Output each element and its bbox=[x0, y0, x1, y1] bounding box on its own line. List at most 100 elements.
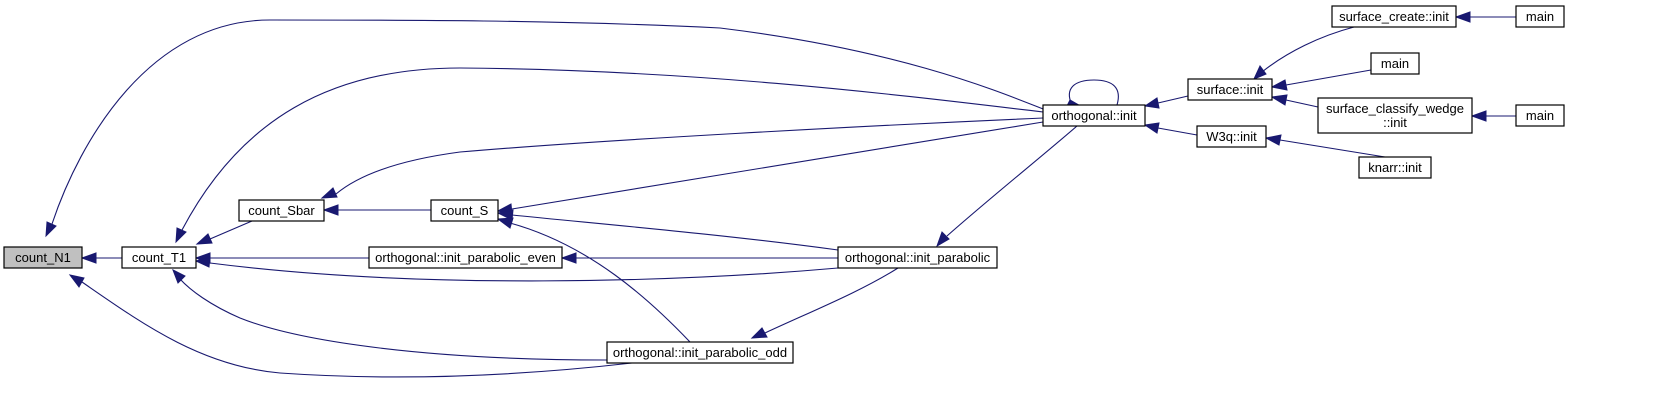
node-box bbox=[1187, 78, 1273, 101]
edge-init_parabolic_odd-to-count_T1 bbox=[172, 268, 608, 361]
node-box bbox=[1515, 5, 1565, 28]
node-label: count_Sbar bbox=[248, 203, 315, 218]
node-label: main bbox=[1381, 56, 1409, 71]
node-label: surface_create::init bbox=[1339, 9, 1449, 24]
edge-line bbox=[1279, 139, 1386, 158]
arrowhead-icon bbox=[1067, 99, 1079, 105]
node-count-Sbar[interactable]: count_Sbar bbox=[238, 199, 325, 222]
node-init-parabolic-even[interactable]: orthogonal::init_parabolic_even bbox=[368, 246, 563, 269]
edge-main2-to-surface_init bbox=[1270, 69, 1372, 91]
node-box bbox=[1196, 125, 1267, 148]
node-w3q-init[interactable]: W3q::init bbox=[1196, 125, 1267, 148]
edge-orth_init-to-orth_init bbox=[1067, 79, 1119, 106]
edge-line bbox=[209, 220, 253, 240]
node-knarr-init[interactable]: knarr::init bbox=[1358, 156, 1432, 179]
edge-line bbox=[179, 278, 608, 361]
arrowhead-icon bbox=[195, 233, 213, 245]
node-box bbox=[238, 199, 325, 222]
arrowhead-icon bbox=[175, 227, 187, 244]
arrowhead-icon bbox=[1454, 11, 1471, 23]
node-box bbox=[1331, 5, 1457, 28]
edge-line bbox=[1285, 99, 1319, 108]
node-label: orthogonal::init_parabolic_even bbox=[375, 250, 556, 265]
node-box bbox=[430, 199, 499, 222]
node-box bbox=[606, 341, 794, 364]
node-surface-create-init[interactable]: surface_create::init bbox=[1331, 5, 1457, 28]
edge-line bbox=[1157, 95, 1189, 104]
node-box bbox=[1515, 104, 1565, 127]
node-box bbox=[1370, 52, 1420, 75]
node-label: knarr::init bbox=[1368, 160, 1422, 175]
node-box bbox=[1042, 104, 1146, 127]
node-label: ::init bbox=[1383, 115, 1407, 130]
arrowhead-icon bbox=[68, 274, 85, 288]
edge-init_parabolic_even-to-count_T1 bbox=[194, 252, 369, 264]
node-init-parabolic-odd[interactable]: orthogonal::init_parabolic_odd bbox=[606, 341, 794, 364]
edge-surface_create_init-to-surface_init bbox=[1253, 26, 1355, 80]
edge-init_parabolic-to-count_S bbox=[496, 209, 839, 251]
edge-line bbox=[1285, 69, 1372, 86]
edge-init_parabolic_odd-to-count_S bbox=[496, 217, 691, 343]
edge-line bbox=[1261, 26, 1355, 73]
arrowhead-icon bbox=[322, 204, 339, 216]
node-box bbox=[1317, 97, 1473, 134]
node-label: surface_classify_wedge bbox=[1326, 101, 1464, 116]
arrowhead-icon bbox=[936, 231, 950, 248]
arrowhead-icon bbox=[1264, 134, 1282, 146]
edge-line bbox=[1157, 127, 1198, 136]
edge-count_Sbar-to-count_T1 bbox=[195, 220, 253, 245]
node-label: orthogonal::init_parabolic bbox=[845, 250, 991, 265]
node-box bbox=[368, 246, 563, 269]
node-count-S[interactable]: count_S bbox=[430, 199, 499, 222]
node-init-parabolic[interactable]: orthogonal::init_parabolic bbox=[837, 246, 998, 269]
node-main3[interactable]: main bbox=[1515, 104, 1565, 127]
edge-orth_init-to-init_parabolic bbox=[936, 125, 1078, 248]
node-box bbox=[1358, 156, 1432, 179]
edge-init_parabolic-to-init_parabolic_even bbox=[560, 252, 838, 264]
edge-orth_init-to-count_S bbox=[496, 121, 1044, 215]
arrowhead-icon bbox=[320, 187, 338, 199]
node-main2[interactable]: main bbox=[1370, 52, 1420, 75]
arrowhead-icon bbox=[1253, 65, 1267, 80]
edge-orth_init-to-count_T1 bbox=[175, 67, 1044, 244]
edge-line bbox=[946, 125, 1078, 237]
arrowhead-icon bbox=[560, 252, 577, 264]
edge-orth_init-to-count_N1 bbox=[45, 19, 1044, 238]
edge-surface_init-to-orth_init bbox=[1143, 95, 1189, 109]
arrowhead-icon bbox=[1270, 79, 1288, 91]
arrowhead-icon bbox=[496, 209, 514, 221]
edge-surface_classify_wedge_init-to-surface_init bbox=[1270, 94, 1319, 108]
edge-line bbox=[511, 214, 839, 251]
node-box bbox=[3, 246, 83, 269]
node-label: orthogonal::init_parabolic_odd bbox=[613, 345, 787, 360]
node-box bbox=[121, 246, 197, 269]
edge-line bbox=[511, 121, 1044, 210]
node-label: orthogonal::init bbox=[1051, 108, 1137, 123]
edge-count_T1-to-count_N1 bbox=[80, 252, 122, 264]
arrowhead-icon bbox=[1470, 110, 1487, 122]
edge-line bbox=[209, 262, 839, 282]
node-orth-init[interactable]: orthogonal::init bbox=[1042, 104, 1146, 127]
edge-line bbox=[81, 281, 633, 378]
edge-line bbox=[335, 117, 1044, 195]
arrowhead-icon bbox=[172, 268, 186, 284]
arrowhead-icon bbox=[1143, 97, 1160, 109]
node-label: main bbox=[1526, 9, 1554, 24]
edge-init_parabolic-to-count_T1 bbox=[194, 256, 839, 282]
edge-knarr_init-to-w3q_init bbox=[1264, 134, 1386, 158]
node-surface-init[interactable]: surface::init bbox=[1187, 78, 1273, 101]
edge-init_parabolic_odd-to-count_N1 bbox=[68, 274, 633, 378]
node-main1[interactable]: main bbox=[1515, 5, 1565, 28]
node-count-T1[interactable]: count_T1 bbox=[121, 246, 197, 269]
edge-main3-to-surface_classify_wedge_init bbox=[1470, 110, 1516, 122]
node-label: count_T1 bbox=[132, 250, 186, 265]
edge-main1-to-surface_create_init bbox=[1454, 11, 1516, 23]
arrowhead-icon bbox=[496, 217, 514, 229]
edge-line bbox=[1068, 79, 1119, 106]
node-label: count_S bbox=[441, 203, 489, 218]
node-label: surface::init bbox=[1197, 82, 1264, 97]
node-count-N1[interactable]: count_N1 bbox=[3, 246, 83, 269]
node-surface-classify-wedge-init[interactable]: surface_classify_wedge::init bbox=[1317, 97, 1473, 134]
edge-orth_init-to-count_Sbar bbox=[320, 117, 1044, 199]
